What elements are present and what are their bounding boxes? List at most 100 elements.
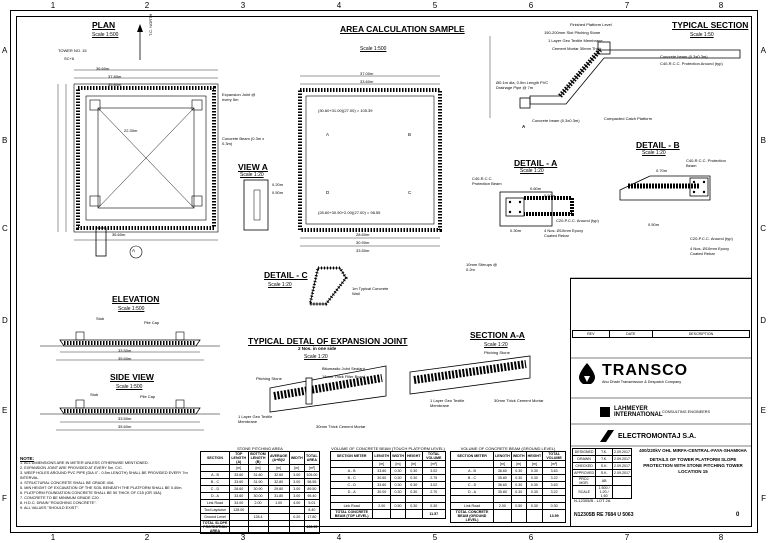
table-cell: 0.50 — [510, 502, 527, 510]
table-cell: AVERAGE (A+B)/2 — [267, 451, 290, 465]
table-cell: 0.30 — [404, 467, 423, 475]
table-cell: 33.60 — [228, 478, 249, 486]
table-cell: [m] — [267, 464, 290, 472]
table-cell — [228, 520, 249, 534]
consultant-sub: CONSULTING ENGINEERS — [662, 410, 711, 414]
table-cell — [525, 495, 544, 503]
table-cell: 105.00 — [303, 471, 321, 479]
table-cell: 0.30 — [390, 467, 406, 475]
table-cell: 11.57 — [421, 509, 447, 519]
ts-label-5: C40-R.C.C. Protection Around (typ) — [660, 61, 723, 66]
table-cell — [200, 464, 230, 472]
area-formula-top: (30.60+31.00)(27.00) = 105.39 — [318, 108, 373, 113]
ej-label-2: 18mm Thick Filler Board — [322, 374, 366, 379]
plan-scale: Scale 1:500 — [92, 32, 119, 38]
plan-expansion-note: Expansion Joint @ every 5m — [222, 92, 256, 102]
elevation-label-0: Stub — [96, 316, 105, 321]
consultant-logo-icon — [600, 407, 610, 417]
table-cell: 0.30 — [510, 474, 527, 482]
table-cell: 4.00 — [288, 499, 305, 507]
detail-b-title: DETAIL - B — [636, 140, 680, 150]
table-cell: 3.63 — [542, 467, 566, 475]
note-item: 6. PLATFORM FOUNDATION CONCRETE SHALL BE… — [20, 491, 163, 495]
table-cell — [525, 509, 544, 523]
table-cell: 0.30 — [542, 502, 566, 510]
notes-title: NOTE: — [20, 456, 34, 461]
table-cell: 3.02 — [421, 481, 447, 489]
table-cell: 3.02 — [421, 467, 447, 475]
table-total-row: TOTAL CONCRETE BEAM (TOP LEVEL)11.57 — [329, 509, 447, 519]
notes-block: NOTE: 1. ALL DIMENSIONS ARE IN METER UNL… — [20, 456, 190, 511]
table-cell — [421, 495, 447, 503]
grid-row-label: F — [761, 494, 766, 503]
table-cell: Link Road — [200, 499, 230, 507]
grid-column-label: 8 — [718, 1, 724, 10]
table-cell: WIDTH — [390, 451, 406, 461]
plan-section-marker: A — [132, 248, 136, 253]
drawing-frame — [10, 10, 758, 533]
ts-label-3: Cement Mortar 30mm Thick — [552, 46, 602, 51]
beam-ground-table-title: VOLUME OF CONCRETE BEAM (GROUND LEVEL) — [460, 446, 556, 451]
table-cell — [611, 485, 633, 499]
table-cell: 35.80 — [493, 474, 512, 482]
ts-label-6: Compacted Catch Platform — [604, 116, 653, 121]
table-cell: B - C — [329, 474, 374, 482]
table-cell: 2.09.2017 — [611, 469, 633, 477]
table-cell: 33.60 — [372, 467, 392, 475]
detail-c-label: 1m Typical Concrete Wall — [352, 286, 389, 296]
table-cell: LENGTH — [493, 451, 512, 461]
table-cell — [611, 476, 633, 486]
table-cell — [288, 506, 305, 514]
table-cell: 30.00 — [372, 488, 392, 496]
table-units-row: [m][m][m][m³] — [449, 460, 566, 468]
table-cell: 3.00 — [288, 485, 305, 493]
drawing-info: 400/220kV OHL MIRFA-CENTRAL-FAYA-SHAMKHA… — [636, 448, 750, 475]
table-cell: [m] — [372, 460, 392, 468]
table-cell: 0.30 — [390, 488, 406, 496]
grid-column-label: 8 — [718, 533, 724, 542]
table-cell: 98.55 — [303, 478, 321, 486]
table-cell: 0.50 — [390, 502, 406, 510]
view-a-title: VIEW A — [238, 162, 268, 172]
expansion-joint-scale: Scale 1:20 — [304, 354, 328, 360]
detail-c-title: DETAIL - C — [264, 270, 308, 280]
grid-row-label: D — [2, 316, 8, 325]
table-cell: LENGTH — [372, 451, 392, 461]
table-cell: 30.90 — [247, 485, 269, 493]
elevation-label-1: Pile Cap — [144, 320, 160, 325]
table-cell: 0.30 — [404, 488, 423, 496]
table-cell — [372, 509, 392, 519]
table-cell: 0.30 — [404, 502, 423, 510]
table-cell: 0.30 — [510, 481, 527, 489]
revision-number: 0 — [736, 512, 740, 518]
table-cell: 3.00 — [288, 471, 305, 479]
contractor-name: ELECTROMONTAJ S.A. — [618, 432, 697, 440]
ej-label-4: 30mm Thick Cement Mortar — [316, 424, 366, 429]
grid-column-label: 6 — [528, 533, 534, 542]
table-cell: [m³] — [421, 460, 447, 468]
table-cell: TOTAL VOLUME — [421, 451, 447, 461]
table-cell: 0.30 — [390, 481, 406, 489]
side-view-dim-1: 35.60m — [118, 424, 132, 429]
table-cell: Link Road — [449, 502, 495, 510]
table-cell — [247, 520, 269, 534]
plan-dim-5: 36.60m — [112, 232, 126, 237]
table-cell: 0.30 — [525, 481, 544, 489]
table-cell: PROJ. MGR. — [571, 476, 597, 486]
section-aa-title: SECTION A-A — [470, 330, 525, 340]
table-cell: [m] — [493, 460, 512, 468]
table-cell: C - D — [449, 481, 495, 489]
table-cell: 31.60 — [247, 471, 269, 479]
